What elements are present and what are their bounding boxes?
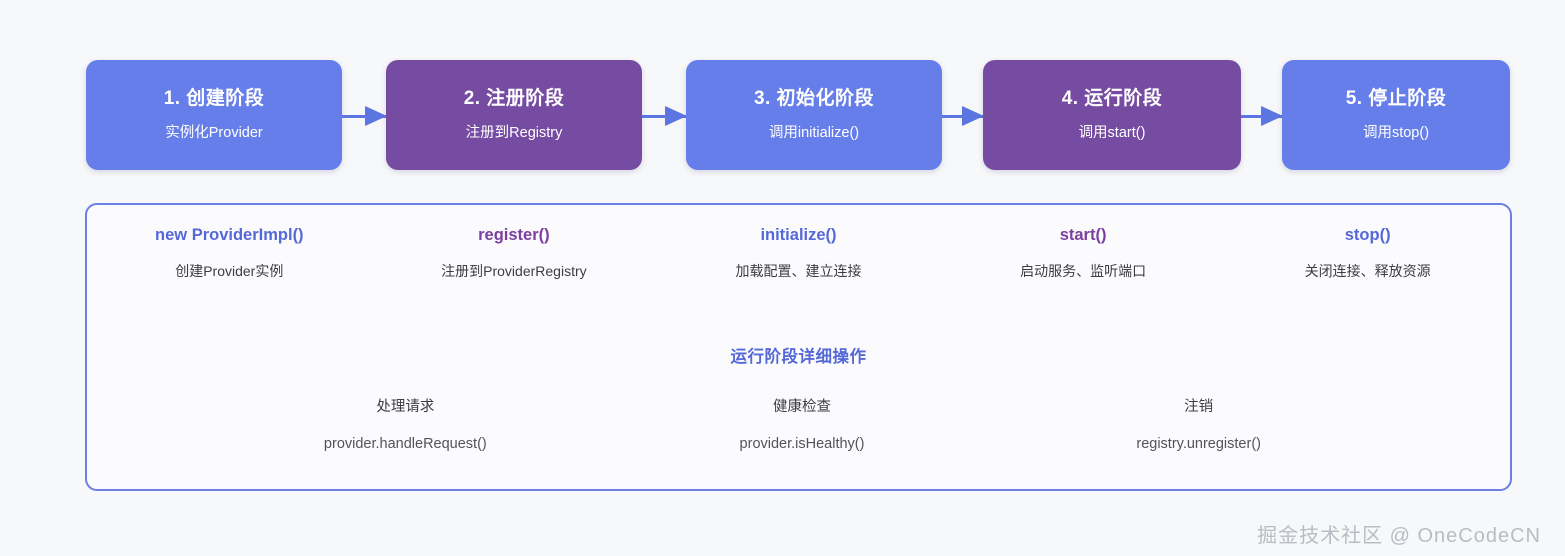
phase-box-1-create[interactable]: 1. 创建阶段 实例化Provider — [86, 60, 342, 170]
arrow-stem — [342, 115, 386, 118]
phase-title: 5. 停止阶段 — [1345, 88, 1447, 110]
runtime-operation-column: 注销 registry.unregister() — [1000, 400, 1397, 451]
phase-title: 2. 注册阶段 — [463, 88, 565, 110]
phase-subtitle: 调用stop() — [1362, 125, 1430, 142]
runtime-operation-title: 健康检查 — [773, 399, 831, 415]
operation-column: stop() 关闭连接、释放资源 — [1225, 227, 1510, 278]
phase-box-2-register[interactable]: 2. 注册阶段 注册到Registry — [386, 60, 642, 170]
arrow-head — [1261, 106, 1283, 126]
operation-name: initialize() — [760, 226, 837, 244]
phase-subtitle: 调用initialize() — [768, 125, 860, 142]
phase-subtitle: 实例化Provider — [165, 125, 263, 142]
detail-panel: new ProviderImpl() 创建Provider实例 register… — [85, 203, 1512, 491]
runtime-operation-column: 处理请求 provider.handleRequest() — [207, 400, 604, 451]
arrow-head — [365, 106, 387, 126]
runtime-operation-code: provider.isHealthy() — [739, 435, 865, 452]
arrow-2-to-3-icon — [642, 106, 687, 126]
phase-subtitle: 注册到Registry — [465, 125, 563, 142]
operation-column: start() 启动服务、监听端口 — [941, 227, 1226, 278]
operation-description: 注册到ProviderRegistry — [441, 262, 587, 279]
watermark: 掘金技术社区 @ OneCodeCN — [1257, 525, 1541, 547]
operation-name: new ProviderImpl() — [155, 226, 304, 244]
runtime-operation-title: 处理请求 — [376, 399, 435, 415]
phase-box-5-stop[interactable]: 5. 停止阶段 调用stop() — [1282, 60, 1510, 170]
operation-column: initialize() 加载配置、建立连接 — [656, 227, 941, 278]
phase-title: 3. 初始化阶段 — [753, 88, 875, 110]
arrow-4-to-5-icon — [1241, 106, 1283, 126]
lifecycle-phase-row: 1. 创建阶段 实例化Provider 2. 注册阶段 注册到Registry … — [86, 60, 1510, 170]
arrow-head — [962, 106, 984, 126]
runtime-operation-row: 处理请求 provider.handleRequest() 健康检查 provi… — [207, 400, 1397, 451]
operation-column: new ProviderImpl() 创建Provider实例 — [87, 227, 372, 278]
operation-name: register() — [478, 226, 550, 244]
operation-description: 关闭连接、释放资源 — [1304, 262, 1431, 279]
phase-title: 1. 创建阶段 — [163, 88, 265, 110]
operation-column: register() 注册到ProviderRegistry — [372, 227, 657, 278]
runtime-operation-code: provider.handleRequest() — [323, 435, 487, 452]
arrow-1-to-2-icon — [342, 106, 387, 126]
arrow-stem — [642, 115, 686, 118]
phase-subtitle: 调用start() — [1078, 125, 1146, 142]
operation-name: stop() — [1344, 226, 1391, 244]
operation-row: new ProviderImpl() 创建Provider实例 register… — [87, 227, 1510, 278]
arrow-head — [665, 106, 687, 126]
phase-box-4-running[interactable]: 4. 运行阶段 调用start() — [983, 60, 1241, 170]
operation-description: 加载配置、建立连接 — [735, 262, 862, 279]
phase-title: 4. 运行阶段 — [1061, 88, 1163, 110]
operation-name: start() — [1059, 226, 1107, 244]
phase-box-3-initialize[interactable]: 3. 初始化阶段 调用initialize() — [686, 60, 942, 170]
operation-description: 启动服务、监听端口 — [1020, 262, 1147, 279]
arrow-3-to-4-icon — [942, 106, 984, 126]
runtime-operation-title: 注销 — [1184, 399, 1214, 415]
runtime-operation-code: registry.unregister() — [1136, 435, 1261, 452]
operation-description: 创建Provider实例 — [175, 262, 284, 279]
runtime-section-heading: 运行阶段详细操作 — [730, 348, 867, 366]
runtime-operation-column: 健康检查 provider.isHealthy() — [604, 400, 1001, 451]
